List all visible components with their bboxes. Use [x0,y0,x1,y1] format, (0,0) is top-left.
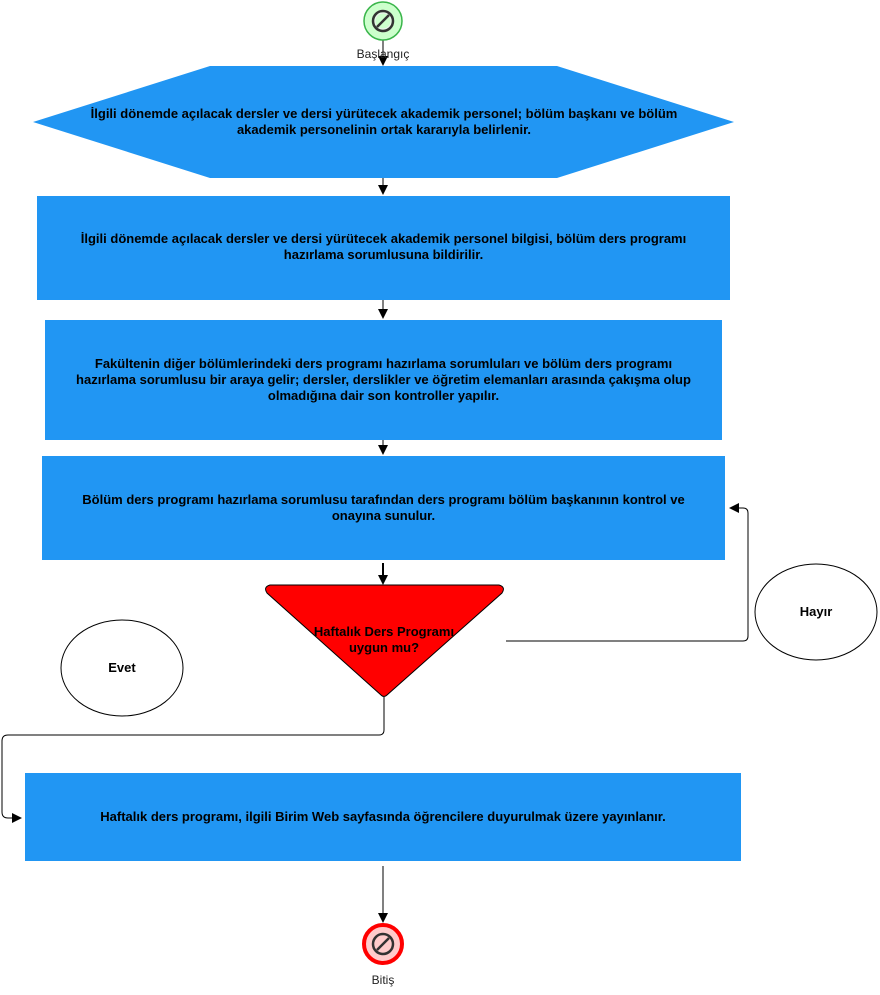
step4-shape [42,456,725,560]
connector-yes [1,697,385,823]
step5-shape [25,773,741,861]
end-event [362,923,404,965]
start-event [363,1,403,41]
end-label: Bitiş [371,973,395,987]
step5-text: Haftalık ders programı, ilgili Birim Web… [100,809,666,824]
step4-text: Bölüm ders programı hazırlama sorumlusu … [82,492,685,523]
step1-shape [33,66,734,178]
decision-shape [265,584,504,697]
step2-text: İlgili dönemde açılacak dersler ve dersi… [80,231,687,262]
step2-shape [37,196,730,300]
no-entry-icon [371,932,395,956]
no-entry-icon [371,9,395,33]
no-ellipse [754,563,878,661]
step3-shape [45,320,722,440]
start-label: Başlangıç [356,47,410,61]
step1-text: İlgili dönemde açılacak dersler ve dersi… [90,106,678,137]
step3-text: Fakültenin diğer bölümlerindeki ders pro… [76,356,691,403]
connector-no-loop [506,503,749,642]
decision-text: Haftalık Ders Programı uygun mu? [313,624,455,655]
yes-ellipse [60,619,184,717]
no-label: Hayır [799,604,833,619]
yes-label: Evet [108,660,136,675]
